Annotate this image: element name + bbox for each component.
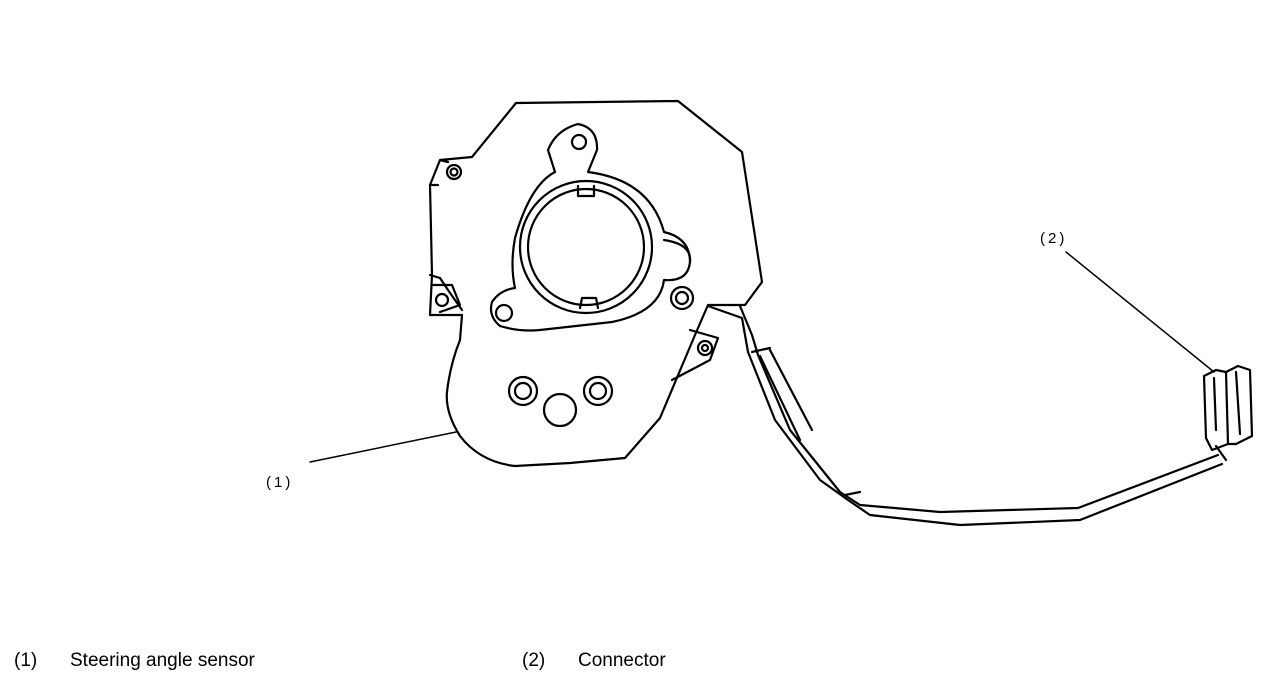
- legend-item-2: (2) Connector: [522, 650, 666, 672]
- bore-key-top: [576, 184, 596, 198]
- mount-hole-lower-left: [434, 292, 450, 308]
- lower-hole-center: [542, 392, 578, 428]
- bore-key-bottom: [578, 296, 600, 310]
- steering-angle-sensor: [428, 99, 764, 468]
- plate-hole-right: [669, 285, 695, 311]
- center-ring-plate: [489, 122, 692, 332]
- center-bore: [518, 179, 654, 315]
- leader-line-1: [309, 431, 457, 463]
- mount-hole-right: [696, 339, 714, 357]
- mount-hole-upper-left: [445, 163, 463, 181]
- legend-item-number: (1): [14, 650, 38, 671]
- right-mount-tab: [670, 328, 720, 382]
- left-flange: [428, 158, 464, 312]
- connector: [1202, 364, 1254, 452]
- plate-hole-top: [570, 133, 588, 151]
- lower-hole-left: [507, 375, 539, 407]
- harness-upper-edge: [738, 304, 1220, 514]
- legend-item-1: (1) Steering angle sensor: [14, 650, 255, 672]
- right-bump: [662, 238, 692, 264]
- legend-item-label: Connector: [578, 650, 666, 671]
- sensor-housing-outline: [428, 99, 764, 468]
- legend-item-number: (2): [522, 650, 546, 671]
- leader-line-2: [1065, 251, 1215, 373]
- harness-lower-edge: [706, 304, 1224, 527]
- lower-hole-right: [582, 375, 614, 407]
- connector-face: [1224, 364, 1254, 446]
- legend-item-label: Steering angle sensor: [70, 650, 255, 671]
- lower-left-tab: [430, 283, 462, 314]
- plate-hole-left: [494, 303, 514, 323]
- harness-sleeve: [750, 346, 814, 442]
- callout-1: (1): [266, 474, 293, 491]
- wire-harness: [706, 304, 1228, 527]
- callout-2: (2): [1040, 230, 1067, 247]
